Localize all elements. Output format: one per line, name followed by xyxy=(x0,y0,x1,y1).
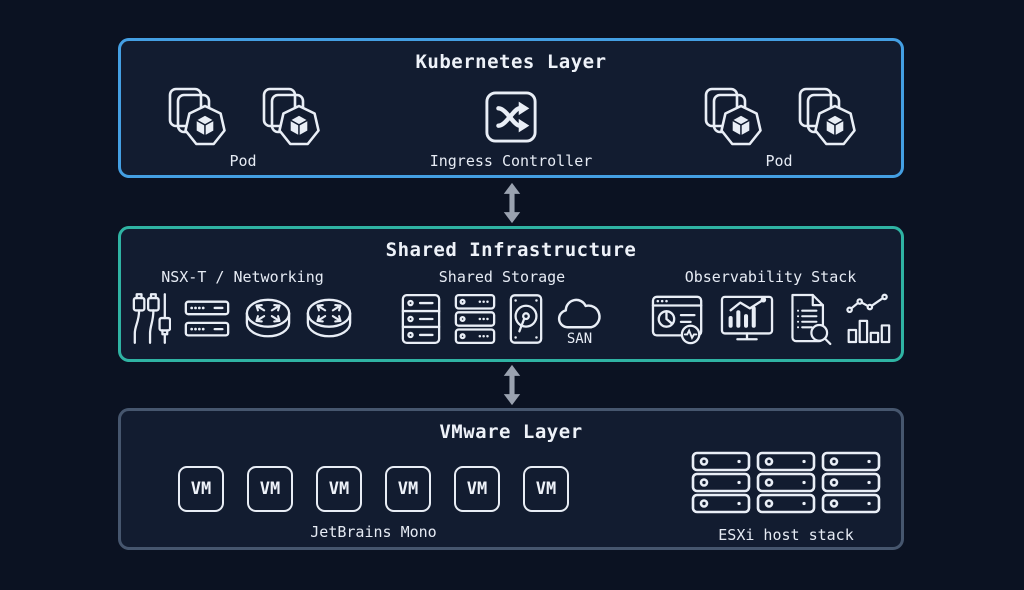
networking-label: NSX-T / Networking xyxy=(161,268,324,286)
pod-icons-right xyxy=(699,85,859,149)
ingress-label: Ingress Controller xyxy=(429,152,593,170)
vm-box: VM xyxy=(385,466,431,512)
vm-box: VM xyxy=(178,466,224,512)
metrics-chart-icon xyxy=(845,293,891,345)
network-cables-icon xyxy=(131,291,171,347)
san-label: SAN xyxy=(566,331,593,347)
shared-content-row: NSX-T / Networking Shared Storage SAN xyxy=(121,268,901,350)
cloud-icon xyxy=(555,297,605,331)
storage-label: Shared Storage xyxy=(438,268,566,286)
storage-icons: SAN xyxy=(400,288,605,350)
ingress-shuffle-icon xyxy=(484,90,538,144)
kubernetes-content-row: Pod Ingress Controller Pod xyxy=(121,85,901,170)
vm-caption: JetBrains Mono xyxy=(310,523,437,541)
pod-icon xyxy=(257,86,323,148)
bidirectional-arrow-icon xyxy=(499,364,525,406)
vm-row: VM VM VM VM VM VM xyxy=(178,466,569,512)
vmware-layer-title: VMware Layer xyxy=(439,421,583,443)
pod-icon xyxy=(163,86,229,148)
pod-label-right: Pod xyxy=(765,152,793,170)
san-cloud-group: SAN xyxy=(555,297,605,347)
monitor-chart-icon xyxy=(719,293,775,345)
vm-box: VM xyxy=(247,466,293,512)
esxi-host-stack-icon xyxy=(755,450,817,515)
network-switch-icon xyxy=(182,294,232,344)
server-stack-icon xyxy=(453,292,497,346)
ingress-group: Ingress Controller xyxy=(429,85,593,170)
dashboard-icon xyxy=(650,292,708,346)
vmware-layer-panel: VMware Layer VM VM VM VM VM VM JetBrains… xyxy=(118,408,904,550)
storage-column: Shared Storage SAN xyxy=(400,268,605,350)
pod-group-left: Pod xyxy=(163,85,323,170)
kubernetes-layer-title: Kubernetes Layer xyxy=(415,51,607,73)
router-icon xyxy=(243,295,293,343)
esxi-host-stack-icon xyxy=(820,450,882,515)
pod-group-right: Pod xyxy=(699,85,859,170)
kubernetes-layer-panel: Kubernetes Layer Pod Ingress Controller xyxy=(118,38,904,178)
server-rack-icon xyxy=(400,292,442,346)
pod-icons-left xyxy=(163,85,323,149)
pod-icon xyxy=(699,86,765,148)
esxi-caption: ESXi host stack xyxy=(718,526,854,544)
hard-disk-icon xyxy=(508,292,544,346)
vmware-content-row: VM VM VM VM VM VM JetBrains Mono ESXi ho… xyxy=(121,443,901,544)
bidirectional-arrow-icon xyxy=(499,182,525,224)
networking-icons xyxy=(131,288,354,350)
observability-icons xyxy=(650,288,891,350)
observability-label: Observability Stack xyxy=(684,268,857,286)
vm-group: VM VM VM VM VM VM JetBrains Mono xyxy=(178,466,569,541)
shared-infrastructure-panel: Shared Infrastructure NSX-T / Networking… xyxy=(118,226,904,362)
log-search-icon xyxy=(786,292,834,346)
pod-icon xyxy=(793,86,859,148)
router-icon xyxy=(304,295,354,343)
vm-box: VM xyxy=(523,466,569,512)
pod-label-left: Pod xyxy=(229,152,257,170)
vm-box: VM xyxy=(316,466,362,512)
esxi-host-stack-icon xyxy=(690,450,752,515)
vm-box: VM xyxy=(454,466,500,512)
observability-column: Observability Stack xyxy=(650,268,891,350)
networking-column: NSX-T / Networking xyxy=(131,268,354,350)
esxi-row xyxy=(690,450,882,515)
ingress-icon-row xyxy=(484,85,538,149)
esxi-group: ESXi host stack xyxy=(690,450,882,544)
shared-infrastructure-title: Shared Infrastructure xyxy=(385,239,637,261)
